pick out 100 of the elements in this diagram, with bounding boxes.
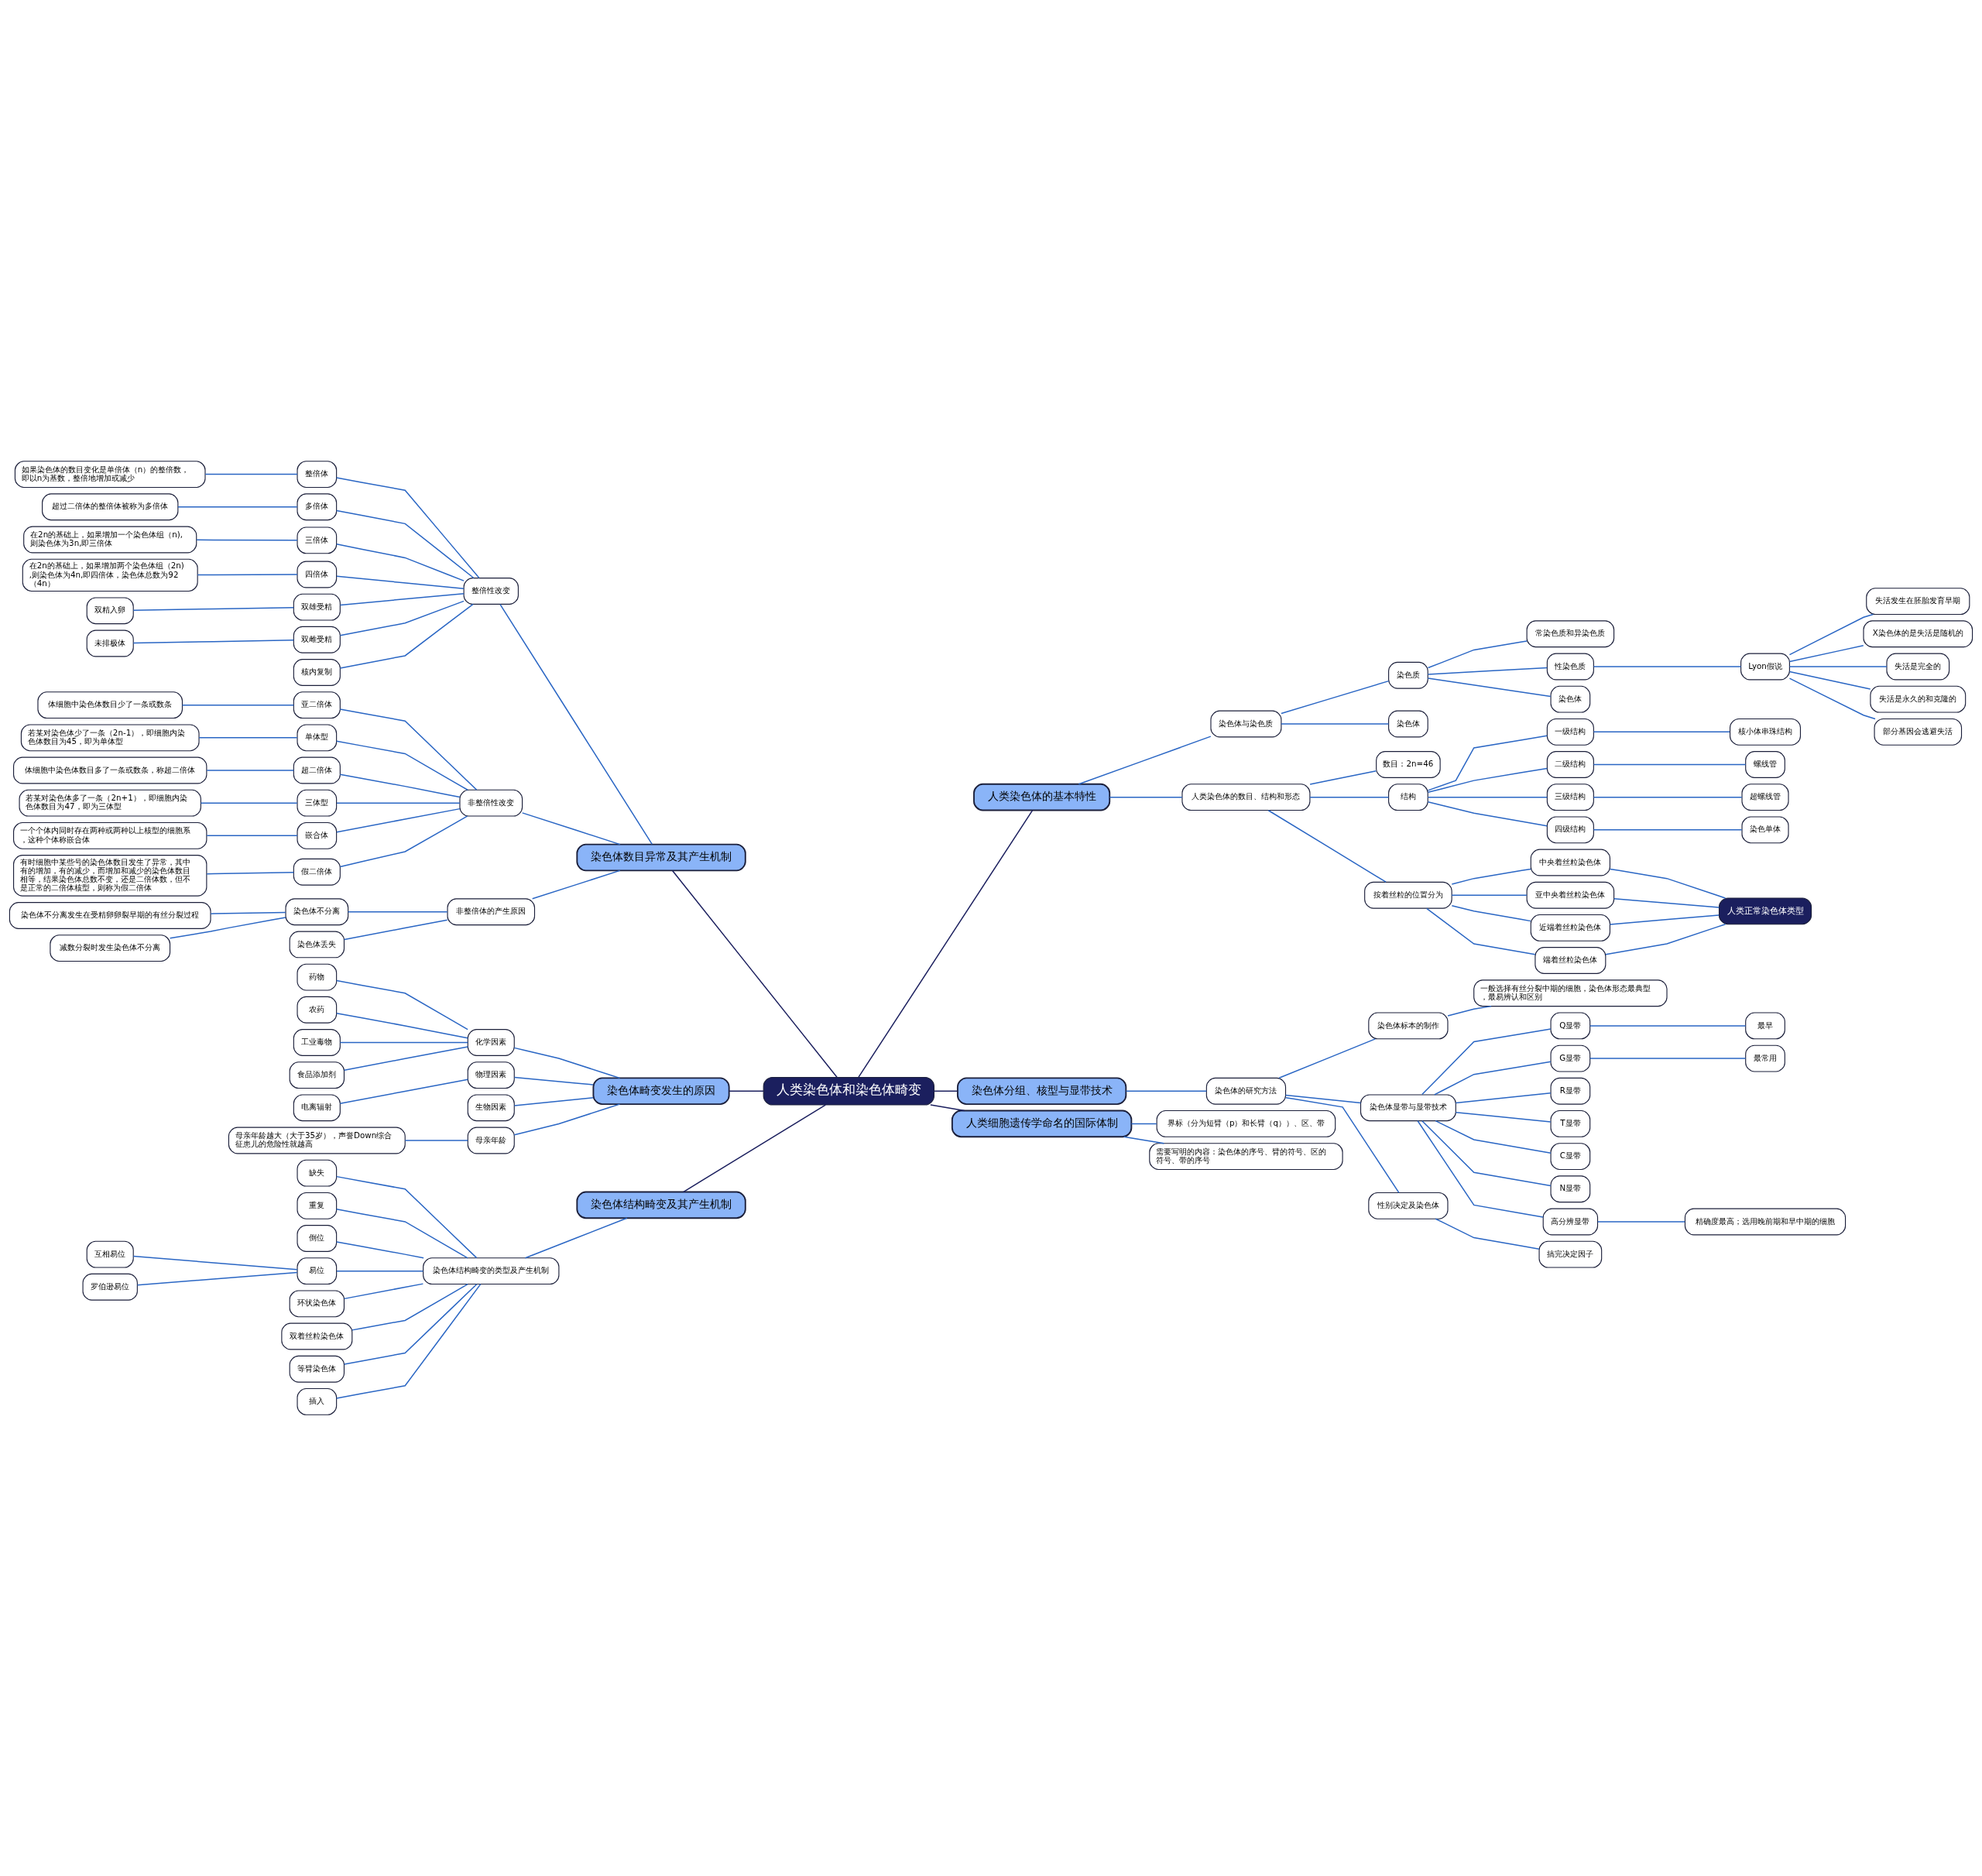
node-box: 如果染色体的数目变化是单倍体（n）的整倍数，即以n为基数，整倍地增加或减少 xyxy=(14,461,206,489)
node-box: 染色体结构畸变及其产生机制 xyxy=(576,1191,746,1219)
connector xyxy=(513,1047,621,1079)
node-box: 按着丝粒的位置分为 xyxy=(1364,881,1452,909)
connector xyxy=(177,506,298,508)
node-box: 染色体的研究方法 xyxy=(1205,1077,1287,1105)
connector xyxy=(1788,670,1871,690)
connector xyxy=(336,802,461,804)
node-box: 母亲年龄越大（大于35岁），声誉Down综合征患儿的危险性就越高 xyxy=(228,1127,406,1154)
node-box: 界标（分为短臂（p）和长臂（q））、区、带 xyxy=(1156,1110,1336,1137)
node-box: N显带 xyxy=(1550,1175,1591,1203)
node-box: Q显带 xyxy=(1550,1012,1591,1040)
connector xyxy=(339,603,474,669)
node-box: 失活发生在胚胎发育早期 xyxy=(1866,588,1970,616)
connector xyxy=(132,640,294,644)
node-box: 染色体显带与显带技术 xyxy=(1360,1094,1456,1122)
connector xyxy=(339,592,465,606)
node-box: 染色体不分离发生在受精卵卵裂早期的有丝分裂过程 xyxy=(9,902,211,929)
connector xyxy=(1427,735,1548,791)
node-box: 未排极体 xyxy=(86,629,134,657)
node-box: 中央着丝粒染色体 xyxy=(1530,849,1610,876)
connector xyxy=(1593,666,1742,667)
connector xyxy=(1589,1025,1747,1027)
connector xyxy=(1788,645,1864,663)
node-box: 部分基因会逃避失活 xyxy=(1874,718,1963,746)
connector xyxy=(1605,924,1727,955)
node-box: 一个个体内同时存在两种或两种以上核型的细胞系，这种个体称嵌合体 xyxy=(13,821,207,849)
connector xyxy=(336,509,475,579)
connector xyxy=(1455,1092,1552,1104)
node-box: 体细胞中染色体数目多了一条或数条，称超二倍体 xyxy=(13,756,207,784)
connector xyxy=(200,802,298,804)
connector xyxy=(336,1270,424,1272)
node-box: 单体型 xyxy=(297,724,338,752)
node-box: 重复 xyxy=(297,1192,338,1219)
node-box: 螺线管 xyxy=(1745,751,1785,778)
connector xyxy=(513,1103,621,1136)
connector xyxy=(343,1283,424,1300)
connector xyxy=(336,1013,468,1039)
node-box: 嵌合体 xyxy=(297,821,338,849)
node-box: 四倍体 xyxy=(297,561,338,588)
connector xyxy=(1427,767,1548,794)
node-box: 物理因素 xyxy=(467,1061,515,1089)
node-box: 在2n的基础上，如果增加一个染色体组（n),则染色体为3n,即三倍体 xyxy=(23,526,197,554)
node-box: X染色体的是失活是随机的 xyxy=(1863,620,1973,648)
node-box: 若某对染色体多了一条（2n+1），即细胞内染色体数目为47，即为三体型 xyxy=(19,789,201,817)
connector xyxy=(1421,1120,1552,1187)
connector xyxy=(1284,1094,1362,1104)
node-box: 非整倍体的产生原因 xyxy=(447,898,536,926)
connector xyxy=(210,911,286,914)
connector xyxy=(1589,1058,1747,1059)
connector xyxy=(1593,763,1747,766)
connector xyxy=(531,869,621,900)
connector xyxy=(1613,898,1720,908)
connector xyxy=(1426,907,1536,955)
node-box: Lyon假说 xyxy=(1740,653,1790,681)
connector xyxy=(404,1140,468,1141)
node-box: 染色体结构畸变的类型及产生机制 xyxy=(423,1257,560,1285)
connector xyxy=(933,1090,958,1092)
connector xyxy=(336,1175,478,1259)
connector xyxy=(169,917,286,939)
connector xyxy=(1451,905,1531,922)
connector xyxy=(671,869,838,1078)
node-box: 母亲年龄 xyxy=(467,1127,515,1154)
connector xyxy=(521,812,621,845)
node-box: 二级结构 xyxy=(1546,751,1594,778)
node-box: 农药 xyxy=(297,996,338,1024)
connector xyxy=(1435,1218,1540,1250)
connector xyxy=(1788,666,1888,667)
node-box: 亚中央着丝粒染色体 xyxy=(1526,881,1615,909)
connector xyxy=(1451,868,1531,885)
node-box: 失活是完全的 xyxy=(1886,653,1950,681)
connector xyxy=(336,477,480,579)
connector xyxy=(1123,1136,1165,1144)
node-box: 最常用 xyxy=(1745,1044,1785,1072)
node-box: 染色体数目异常及其产生机制 xyxy=(576,843,746,872)
connector xyxy=(1109,796,1183,798)
node-box: 互相易位 xyxy=(86,1240,134,1268)
connector xyxy=(1593,829,1743,831)
node-box: 有时细胞中某些号的染色体数目发生了异常，其中有的增加，有的减少，而增加和减少的染色体数目相等，结果染色体总数不变，还是二倍体数，但不是正常的二倍体核型，则称为假二倍体 xyxy=(13,855,207,897)
connector xyxy=(513,1076,594,1085)
connector xyxy=(343,1046,468,1071)
node-box: 染色体畸变发生的原因 xyxy=(592,1077,730,1106)
node-box: 搞完决定因子 xyxy=(1538,1240,1603,1268)
connector xyxy=(343,919,448,941)
node-box: 人类细胞遗传学命名的国际体制 xyxy=(951,1109,1133,1138)
node-box: 超二倍体 xyxy=(293,756,341,784)
connector xyxy=(1281,723,1390,725)
connector xyxy=(339,815,468,868)
connector xyxy=(339,708,478,791)
connector xyxy=(1284,1096,1400,1194)
connector xyxy=(1597,1221,1685,1223)
connector xyxy=(339,1041,468,1044)
node-box: T显带 xyxy=(1550,1110,1591,1137)
connector xyxy=(1309,770,1377,785)
node-box: 染色体分组、核型与显带技术 xyxy=(956,1077,1127,1106)
connector xyxy=(351,1283,468,1331)
node-box: 双精入卵 xyxy=(86,597,134,625)
node-box: 人类染色体的基本特性 xyxy=(973,783,1111,811)
node-box: 多倍体 xyxy=(297,493,338,521)
node-box: 最早 xyxy=(1745,1012,1785,1040)
